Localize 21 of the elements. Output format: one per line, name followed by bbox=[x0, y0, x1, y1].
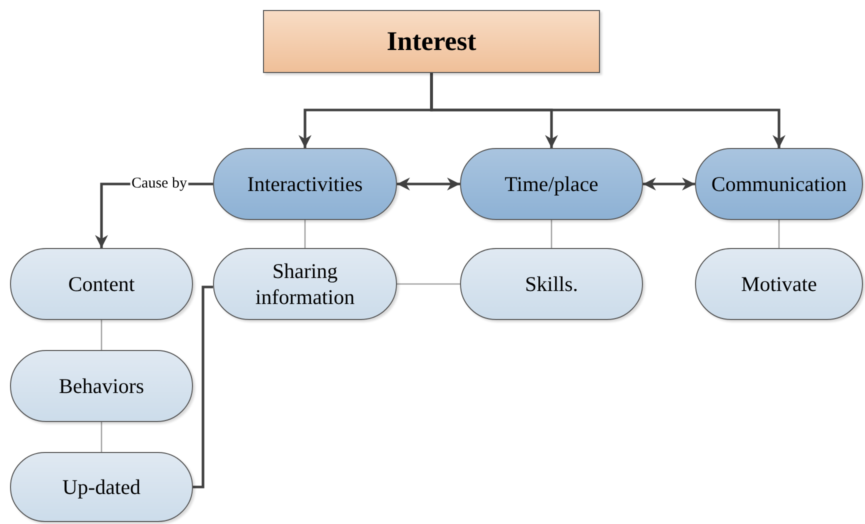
item-pill: Skills. bbox=[460, 248, 643, 320]
connector-line bbox=[643, 178, 695, 190]
item-pill: Sharing information bbox=[213, 248, 397, 320]
edge-label: Cause by bbox=[130, 176, 188, 192]
connector-line bbox=[397, 283, 460, 285]
title-box: Interest bbox=[263, 10, 600, 73]
item-pill: Motivate bbox=[695, 248, 863, 320]
connector-line bbox=[778, 220, 780, 248]
connector-line bbox=[304, 220, 306, 248]
topic-pill: Time/place bbox=[460, 148, 643, 220]
connector-line bbox=[100, 422, 102, 452]
connector-line bbox=[550, 220, 552, 248]
topic-pill: Communication bbox=[695, 148, 863, 220]
topic-pill: Interactivities bbox=[213, 148, 397, 220]
item-pill: Behaviors bbox=[10, 350, 193, 422]
connector-line bbox=[397, 178, 460, 190]
item-pill: Content bbox=[10, 248, 193, 320]
connector-line bbox=[100, 320, 102, 350]
connector-line bbox=[430, 73, 786, 148]
connector-line bbox=[193, 286, 213, 488]
item-pill: Up-dated bbox=[10, 452, 193, 522]
